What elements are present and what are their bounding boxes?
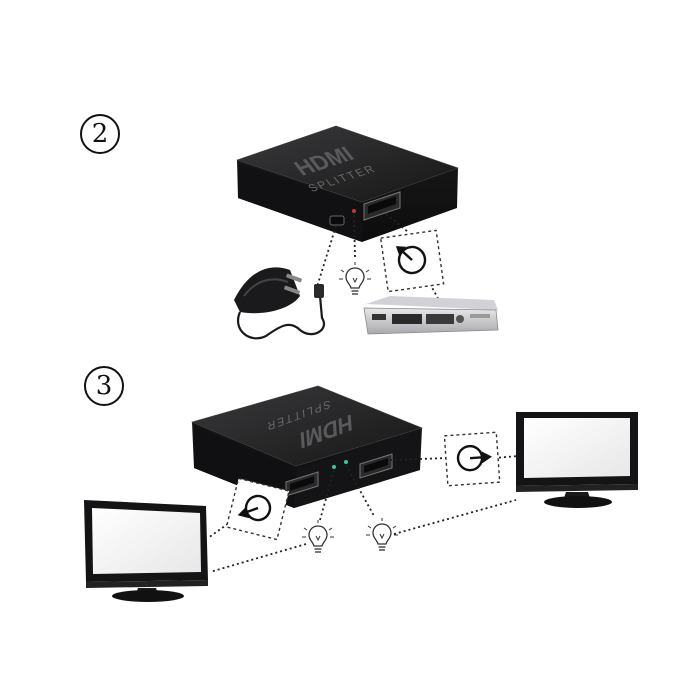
power-led <box>352 209 356 213</box>
power-port <box>329 215 345 226</box>
led-2 <box>344 460 348 464</box>
connector-lines-step2 <box>315 213 441 303</box>
light-bulb-icon <box>301 519 335 553</box>
monitor-icon: · <box>84 500 208 602</box>
step-number-2: 2 <box>80 114 120 154</box>
monitor-icon <box>516 412 638 508</box>
svg-text:·: · <box>145 582 146 587</box>
led-1 <box>332 465 336 469</box>
hdmi-splitter-bottom: HDMI SPLITTER <box>191 385 423 508</box>
circle-arrow-icon <box>443 431 501 487</box>
hdmi-output-port-2 <box>359 453 393 479</box>
light-bulb-icon <box>338 261 372 295</box>
power-adapter-icon <box>234 267 325 340</box>
circle-arrow-icon <box>225 477 290 541</box>
set-top-box-icon <box>363 296 499 335</box>
step-number-3: 3 <box>84 366 124 406</box>
circle-arrow-icon <box>379 229 445 293</box>
hdmi-splitter-top: HDMI SPLITTER <box>236 125 459 242</box>
light-bulb-icon <box>365 517 399 551</box>
hdmi-input-port <box>363 191 401 221</box>
